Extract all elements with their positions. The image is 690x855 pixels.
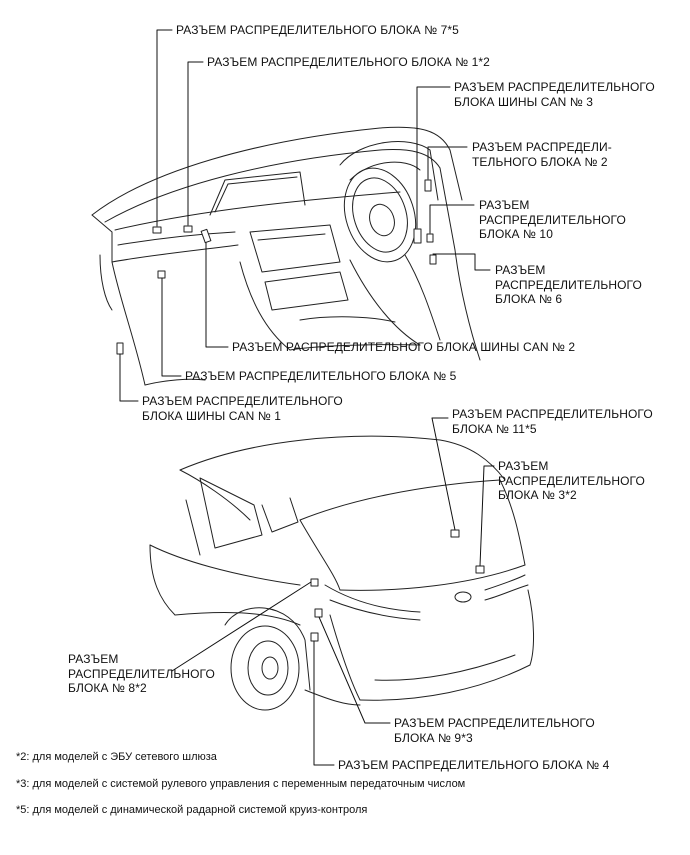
footnote-3: *3: для моделей с системой рулевого упра… [16, 778, 466, 790]
connector-8-marker [310, 578, 319, 587]
connector-6-marker [429, 254, 437, 265]
label-connector-4: РАЗЪЕМ РАСПРЕДЕЛИТЕЛЬНОГО БЛОКА № 4 [338, 758, 610, 772]
connector-markers-rear [310, 529, 485, 642]
footnote-5: *5: для моделей с динамической радарной … [16, 804, 368, 816]
label-can-connector-1: РАЗЪЕМ РАСПРЕДЕЛИТЕЛЬНОГО БЛОКА ШИНЫ CAN… [142, 394, 343, 423]
label-connector-3: РАЗЪЕМ РАСПРЕДЕЛИТЕЛЬНОГО БЛОКА № 3*2 [498, 459, 645, 502]
connector-4-marker [310, 632, 319, 642]
label-connector-1: РАЗЪЕМ РАСПРЕДЕЛИТЕЛЬНОГО БЛОКА № 1*2 [207, 55, 490, 69]
label-connector-10: РАЗЪЕМ РАСПРЕДЕЛИТЕЛЬНОГО БЛОКА № 10 [479, 198, 626, 241]
label-connector-6: РАЗЪЕМ РАСПРЕДЕЛИТЕЛЬНОГО БЛОКА № 6 [495, 263, 642, 306]
connector-1-marker [183, 225, 193, 233]
connector-5-marker [157, 270, 166, 279]
connector-markers-dash [116, 179, 437, 355]
can2-marker [200, 228, 212, 244]
label-connector-5: РАЗЪЕМ РАСПРЕДЕЛИТЕЛЬНОГО БЛОКА № 5 [185, 369, 457, 383]
connector-3-marker [475, 565, 485, 574]
connector-11-marker [450, 529, 460, 538]
can3-marker [413, 228, 422, 244]
rear-car-drawing [149, 435, 535, 711]
label-can-connector-3: РАЗЪЕМ РАСПРЕДЕЛИТЕЛЬНОГО БЛОКА ШИНЫ CAN… [454, 80, 655, 109]
connector-9-marker [314, 608, 323, 618]
label-connector-11: РАЗЪЕМ РАСПРЕДЕЛИТЕЛЬНОГО БЛОКА № 11*5 [452, 407, 653, 436]
label-connector-8: РАЗЪЕМ РАСПРЕДЕЛИТЕЛЬНОГО БЛОКА № 8*2 [68, 652, 215, 695]
footnote-2: *2: для моделей с ЭБУ сетевого шлюза [16, 751, 217, 763]
label-connector-2: РАЗЪЕМ РАСПРЕДЕЛИ- ТЕЛЬНОГО БЛОКА № 2 [472, 140, 612, 169]
label-can-connector-2: РАЗЪЕМ РАСПРЕДЕЛИТЕЛЬНОГО БЛОКА ШИНЫ CAN… [232, 340, 576, 354]
connector-10-marker [426, 233, 434, 243]
connector-2-marker [424, 179, 432, 192]
label-connector-7: РАЗЪЕМ РАСПРЕДЕЛИТЕЛЬНОГО БЛОКА № 7*5 [176, 23, 459, 37]
dashboard-drawing [91, 126, 481, 386]
connector-7-marker [152, 226, 162, 234]
leader-lines [119, 29, 495, 766]
label-connector-9: РАЗЪЕМ РАСПРЕДЕЛИТЕЛЬНОГО БЛОКА № 9*3 [394, 716, 595, 745]
can1-marker [116, 342, 124, 355]
